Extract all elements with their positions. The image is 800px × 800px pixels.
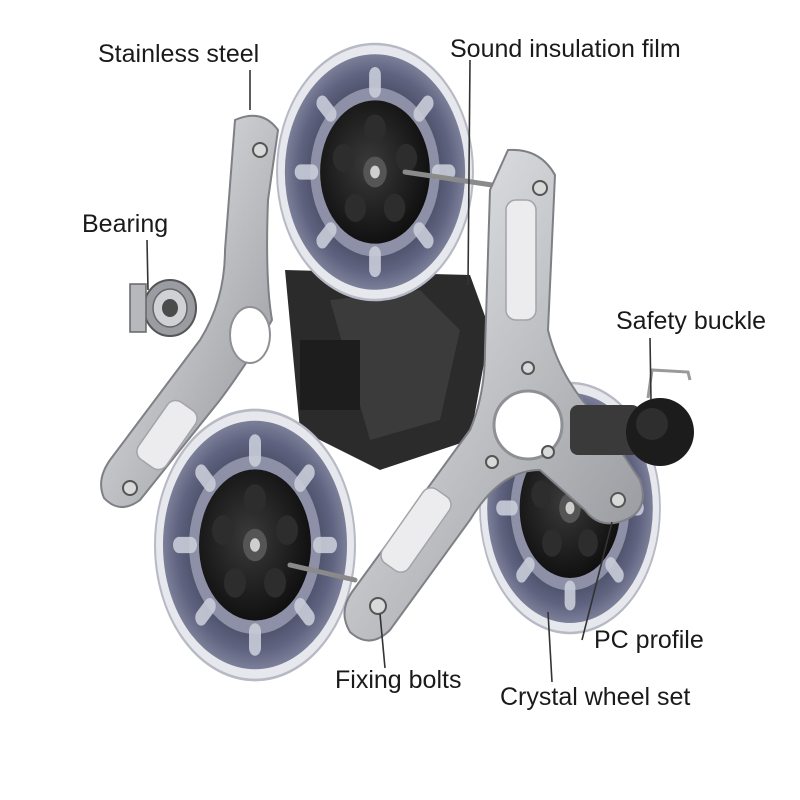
bolt: [541, 445, 555, 459]
label-safety-buckle: Safety buckle: [616, 307, 767, 335]
left-plate-hole: [229, 306, 271, 364]
bolt: [610, 492, 626, 508]
bolt: [252, 142, 268, 158]
label-crystal-wheel-set: Crystal wheel set: [500, 683, 691, 711]
right-plate-slot: [505, 199, 537, 321]
bolt: [122, 480, 138, 496]
left-plate-slot: [136, 399, 198, 471]
right-plate-ring: [492, 389, 564, 461]
bearing: [129, 279, 197, 337]
label-bearing: Bearing: [82, 210, 169, 238]
leader-sound-insulation: [467, 59, 471, 286]
bolt: [521, 361, 535, 375]
label-pc-profile: PC profile: [594, 626, 704, 654]
bolt: [369, 597, 387, 615]
axle-rods: [287, 169, 495, 583]
center-body: [285, 270, 490, 470]
leader-fixing-bolts: [379, 613, 386, 669]
leader-crystal-wheel: [547, 611, 553, 683]
crystal-wheel-top: [275, 42, 475, 302]
bolt: [532, 180, 548, 196]
fixing-bolts-group: [122, 142, 626, 615]
leader-safety-buckle: [649, 337, 652, 401]
leader-lines: [146, 59, 652, 683]
right-plate-lower-slot: [380, 487, 452, 573]
leader-pc-profile: [581, 521, 613, 641]
left-stainless-plate: [100, 114, 280, 508]
leader-bearing: [146, 239, 149, 291]
safety-buckle: [570, 368, 694, 466]
label-stainless-steel: Stainless steel: [98, 40, 260, 68]
label-fixing-bolts: Fixing bolts: [335, 666, 462, 694]
label-sound-insulation-film: Sound insulation film: [450, 35, 681, 63]
crystal-wheel-bottom-left: [153, 408, 357, 682]
bolt: [485, 455, 499, 469]
